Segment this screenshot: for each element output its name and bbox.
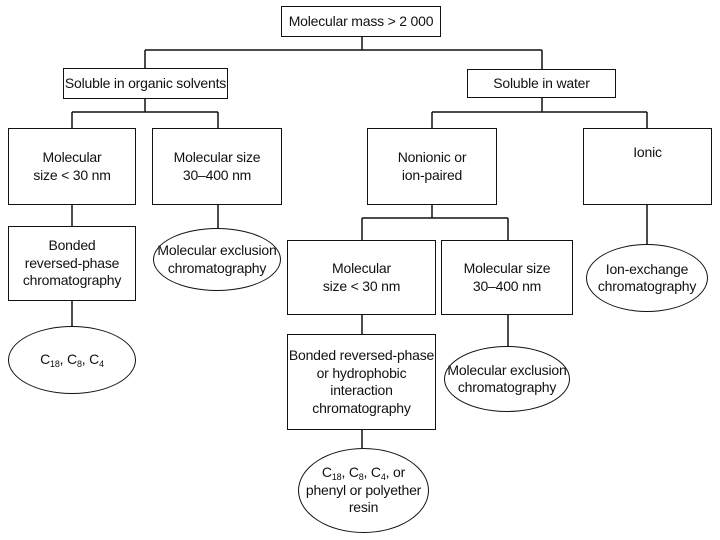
node-soluble-organic: Soluble in organic solvents	[63, 68, 228, 99]
node-label: C18, C8, C4	[40, 351, 104, 370]
node-organic-large-size: Molecular size 30–400 nm	[152, 128, 282, 205]
node-ionic: Ionic	[583, 128, 712, 205]
node-label: Molecular mass > 2 000	[288, 12, 434, 29]
node-ion-exchange: Ion-exchange chromatography	[586, 244, 708, 312]
node-label: Molecular size 30–400 nm	[173, 149, 261, 183]
node-label: Ion-exchange chromatography	[597, 260, 697, 295]
node-soluble-water: Soluble in water	[467, 69, 616, 98]
node-molecular-mass: Molecular mass > 2 000	[281, 6, 441, 37]
node-label: Molecular size 30–400 nm	[463, 260, 551, 294]
node-bonded-reversed-phase: Bonded reversed-phase chromatography	[8, 226, 136, 301]
node-nonionic: Nonionic or ion-paired	[367, 128, 497, 205]
node-label: Bonded reversed-phase or hydrophobic int…	[288, 347, 435, 416]
node-label: Molecular exclusion chromatography	[157, 242, 277, 276]
node-molecular-exclusion-1: Molecular exclusion chromatography	[153, 228, 281, 291]
node-label: Nonionic or ion-paired	[397, 149, 467, 183]
node-bonded-rp-hydrophobic: Bonded reversed-phase or hydrophobic int…	[287, 334, 436, 430]
node-aqueous-large-size: Molecular size 30–400 nm	[441, 240, 573, 315]
node-organic-small-size: Molecular size < 30 nm	[8, 128, 136, 205]
node-label: Molecular size < 30 nm	[33, 149, 111, 183]
node-aqueous-small-size: Molecular size < 30 nm	[287, 240, 436, 315]
node-label: Molecular exclusion chromatography	[447, 361, 567, 396]
node-label: Ionic	[633, 143, 662, 160]
node-label: Soluble in organic solvents	[64, 74, 227, 91]
node-label: Bonded reversed-phase chromatography	[22, 237, 122, 289]
node-label: Molecular size < 30 nm	[322, 260, 401, 294]
node-molecular-exclusion-2: Molecular exclusion chromatography	[444, 346, 570, 412]
node-phases-c18-c8-c4: C18, C8, C4	[8, 326, 136, 394]
node-label: Soluble in water	[493, 74, 590, 91]
